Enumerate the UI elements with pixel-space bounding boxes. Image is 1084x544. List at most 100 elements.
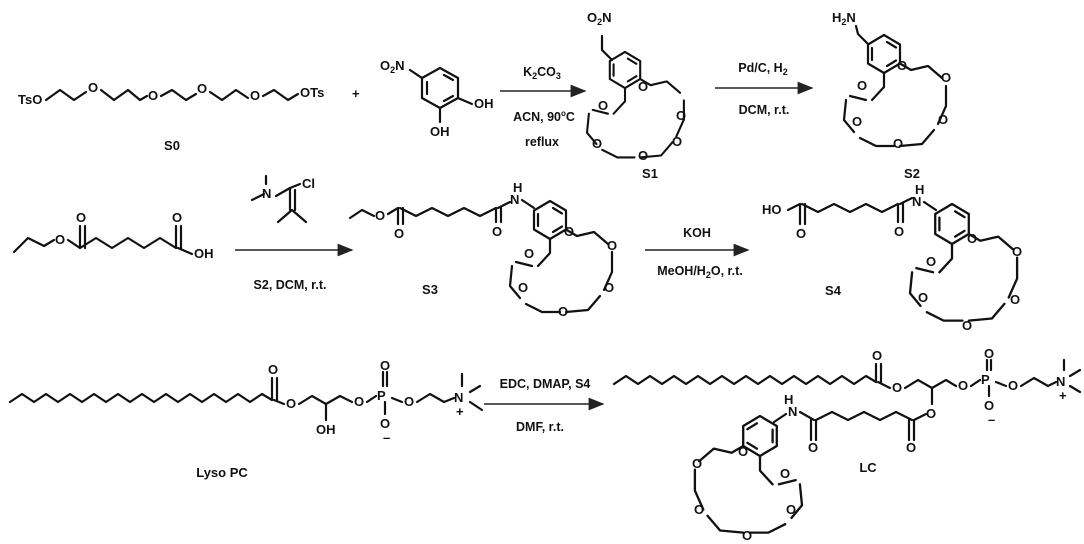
step5-solvent: DMF, r.t. xyxy=(516,420,564,434)
s4-o: O xyxy=(1010,292,1020,307)
lc-o-p1: O xyxy=(958,378,968,393)
s1-structure: O2N O O O O O O xyxy=(585,10,686,163)
lc-label: LC xyxy=(859,460,877,475)
s3-nh-n: N xyxy=(510,192,519,207)
s4-structure: HO O O N H O O O O O O xyxy=(762,182,1022,333)
s2-structure: H2N O O O O O O xyxy=(832,10,951,151)
lc-carbonyl-o2: O xyxy=(906,440,916,455)
s2-label: S2 xyxy=(904,166,920,181)
s4-o: O xyxy=(1012,244,1022,259)
s0-o2: O xyxy=(148,88,158,103)
s4-label: S4 xyxy=(825,283,842,298)
lysopc-oh: OH xyxy=(316,422,336,437)
s1-o: O xyxy=(672,134,682,149)
s2-o: O xyxy=(893,136,903,151)
s4-amide-o: O xyxy=(894,224,904,239)
s1-o: O xyxy=(676,108,686,123)
step1-reagent: K2CO3 xyxy=(523,65,561,81)
lysopc-p-o-double: O xyxy=(380,358,390,373)
lysopc-minus: – xyxy=(383,430,390,445)
s3-amide-o: O xyxy=(492,224,502,239)
s4-o: O xyxy=(926,254,936,269)
s4-o: O xyxy=(962,318,972,333)
s4-acid-o: O xyxy=(796,226,806,241)
lysopc-o-p2: O xyxy=(404,394,414,409)
s3-label: S3 xyxy=(422,282,438,297)
nitro-o2n: O2N xyxy=(380,58,405,75)
lc-p-o-double: O xyxy=(984,346,994,361)
s2-h2n: H2N xyxy=(832,10,856,27)
s2-o: O xyxy=(941,70,951,85)
step3-conditions: S2, DCM, r.t. xyxy=(254,278,327,292)
s1-o: O xyxy=(592,136,602,151)
lysopc-carbonyl-o: O xyxy=(268,362,278,377)
s1-o: O xyxy=(638,79,648,94)
lysopc-p-o-minus: O xyxy=(380,416,390,431)
s1-o2n: O2N xyxy=(587,10,612,27)
lc-minus: – xyxy=(988,412,995,427)
step2-solvent: DCM, r.t. xyxy=(739,103,790,117)
s4-o: O xyxy=(967,231,977,246)
s0-o3: O xyxy=(197,81,207,96)
lc-o-p2: O xyxy=(1008,378,1018,393)
s4-nh-n: N xyxy=(912,194,921,209)
s2-o: O xyxy=(938,112,948,127)
lc-p-o-minus: O xyxy=(984,398,994,413)
ghosez-n: N xyxy=(262,186,271,201)
lc-nh-n: N xyxy=(788,404,797,419)
lc-o: O xyxy=(742,528,752,543)
lc-o: O xyxy=(738,444,748,459)
s0-label: S0 xyxy=(164,138,180,153)
plus-sign: + xyxy=(352,86,360,101)
step1-solvent: ACN, 90oC xyxy=(513,109,575,124)
s1-label: S1 xyxy=(642,166,658,181)
s0-o1: O xyxy=(88,80,98,95)
lyso-pc-label: Lyso PC xyxy=(196,465,248,480)
s1-o: O xyxy=(638,148,648,163)
s4-ho: HO xyxy=(762,202,782,217)
s3-ester-o: O xyxy=(375,208,385,223)
s3-o: O xyxy=(564,224,574,239)
s0-structure: TsO O O O O OTs xyxy=(18,80,324,107)
s2-o: O xyxy=(852,114,862,129)
pimelate-carbonyl-o: O xyxy=(76,210,86,225)
s0-o4: O xyxy=(250,88,260,103)
s3-carbonyl-o: O xyxy=(394,226,404,241)
lc-amide-o: O xyxy=(808,440,818,455)
pimelate-ester-o: O xyxy=(55,232,65,247)
lysopc-o-p1: O xyxy=(354,394,364,409)
s1-o: O xyxy=(598,98,608,113)
s3-o: O xyxy=(518,280,528,295)
lysopc-ester-o: O xyxy=(286,396,296,411)
s3-structure: O O O N H O O O O O O xyxy=(348,180,617,319)
nitrocatechol-structure: O2N OH OH xyxy=(380,58,494,139)
s0-tso-label: TsO xyxy=(18,92,42,107)
ghosez-reagent-structure: N Cl xyxy=(250,174,315,224)
lc-o: O xyxy=(780,466,790,481)
pimelate-acid-o: O xyxy=(172,210,182,225)
s4-nh-h: H xyxy=(915,182,924,197)
s3-o: O xyxy=(558,304,568,319)
lc-structure: O O O P O O – O N + O O O N H O O O O O xyxy=(612,346,1082,543)
lc-p: P xyxy=(981,372,990,387)
step4-reagent: KOH xyxy=(683,226,711,240)
step2-reagent: Pd/C, H2 xyxy=(738,61,787,77)
lyso-pc-structure: O O OH O P O O – O N + xyxy=(8,358,484,445)
s4-o: O xyxy=(918,290,928,305)
monoethyl-pimelate-structure: O O O OH xyxy=(12,210,214,261)
lc-ester-o2: O xyxy=(926,406,936,421)
lc-n: N xyxy=(1056,374,1065,389)
lysopc-n: N xyxy=(454,390,463,405)
s3-o: O xyxy=(524,246,534,261)
catechol-oh-2: OH xyxy=(430,124,450,139)
catechol-oh-1: OH xyxy=(474,96,494,111)
lc-ester-o1: O xyxy=(892,380,902,395)
ghosez-cl: Cl xyxy=(302,176,315,191)
step1-extra: reflux xyxy=(525,135,559,149)
s2-o: O xyxy=(897,58,907,73)
step5-reagent: EDC, DMAP, S4 xyxy=(500,377,591,391)
step4-solvent: MeOH/H2O, r.t. xyxy=(657,264,743,280)
lc-o: O xyxy=(692,456,702,471)
s0-ots-label: OTs xyxy=(300,85,324,100)
